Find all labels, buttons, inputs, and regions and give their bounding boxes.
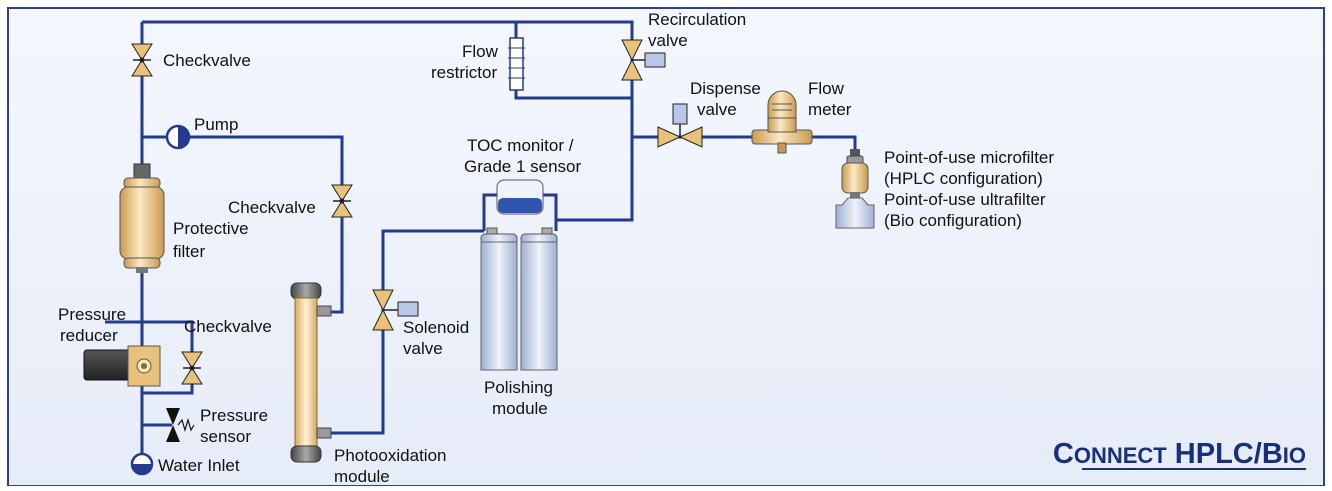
checkvalve-mid: [331, 184, 353, 218]
flow-restrictor-label-2: restrictor: [431, 63, 497, 82]
water-inlet-icon: [130, 452, 154, 476]
solenoid-valve-label-2: valve: [403, 339, 443, 358]
title-part-1-cap: C: [1053, 438, 1074, 470]
pou-label-1: Point-of-use microfilter: [884, 148, 1054, 167]
title-part-3-rest: IO: [1283, 443, 1306, 468]
recirculation-valve-label-2: valve: [648, 31, 688, 50]
checkvalve-top: [131, 43, 153, 77]
toc-monitor-label-2: Grade 1 sensor: [464, 157, 582, 176]
solenoid-valve-icon: [372, 289, 419, 331]
point-of-use-filter-icon: [835, 149, 875, 229]
water-inlet-label: Water Inlet: [158, 456, 240, 475]
pressure-sensor-icon: [166, 408, 195, 442]
pressure-sensor-label-1: Pressure: [200, 406, 268, 425]
pou-label-2: (HPLC configuration): [884, 169, 1043, 188]
solenoid-valve-label-1: Solenoid: [403, 318, 469, 337]
recirculation-valve-icon: [621, 39, 666, 81]
dispense-valve-label-1: Dispense: [690, 79, 761, 98]
diagram-frame: [7, 7, 1325, 487]
checkvalve-low-label: Checkvalve: [184, 317, 272, 336]
protective-filter-label-2: filter: [173, 242, 205, 261]
diagram-title: CONNECT HPLC/BIO: [1053, 438, 1306, 470]
photooxidation-module-icon: [290, 282, 332, 463]
protective-filter-icon: [119, 163, 165, 273]
flow-meter-label-1: Flow: [808, 79, 845, 98]
pressure-reducer-label-1: Pressure: [58, 305, 126, 324]
pump-label: Pump: [194, 115, 238, 134]
checkvalve-low: [181, 351, 203, 385]
photooxidation-label-1: Photooxidation: [334, 446, 446, 465]
dispense-valve-icon: [657, 103, 703, 148]
title-part-2: HPLC/: [1167, 438, 1262, 470]
title-part-3-cap: B: [1262, 438, 1283, 470]
recirculation-valve-label-1: Recirculation: [648, 10, 746, 29]
photooxidation-label-2: module: [334, 467, 390, 486]
pressure-sensor-label-2: sensor: [200, 427, 251, 446]
pressure-reducer-icon: [83, 345, 161, 387]
pump-icon: [165, 124, 191, 150]
pressure-reducer-label-2: reducer: [60, 326, 118, 345]
polishing-module-icon: [480, 227, 558, 371]
flow-restrictor-label-1: Flow: [462, 42, 499, 61]
title-part-1-rest: ONNECT: [1074, 443, 1167, 468]
polishing-module-label-1: Polishing: [484, 378, 553, 397]
dispense-valve-label-2: valve: [697, 100, 737, 119]
pou-label-4: (Bio configuration): [884, 211, 1022, 230]
checkvalve-mid-label: Checkvalve: [228, 198, 316, 217]
flow-meter-icon: [751, 90, 813, 154]
toc-monitor-icon: [482, 179, 558, 231]
checkvalve-top-label: Checkvalve: [163, 51, 251, 70]
pou-label-3: Point-of-use ultrafilter: [884, 190, 1046, 209]
toc-monitor-label-1: TOC monitor /: [467, 136, 574, 155]
polishing-module-label-2: module: [492, 399, 548, 418]
flow-meter-label-2: meter: [808, 100, 852, 119]
protective-filter-label-1: Protective: [173, 219, 249, 238]
flow-restrictor-icon: [508, 37, 525, 91]
